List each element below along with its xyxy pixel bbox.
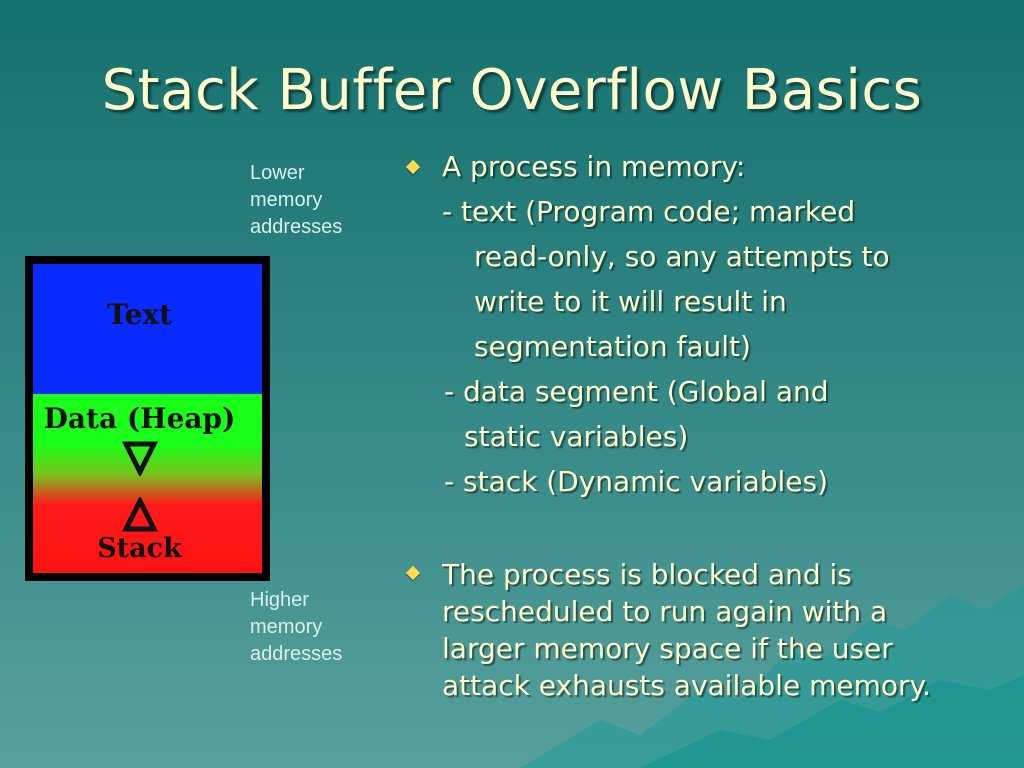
slide-title: Stack Buffer Overflow Basics	[101, 58, 923, 123]
bullet-1-line: static variables)	[464, 420, 689, 453]
bullet-1-line: - data segment (Global and	[444, 375, 829, 408]
higher-memory-label: Higher memory addresses	[250, 589, 343, 665]
data-segment-label: Data (Heap)	[43, 402, 236, 435]
heap-grows-down-icon	[122, 441, 158, 476]
bullet-1-line: - text (Program code; marked	[442, 195, 856, 228]
bullet-1-line: segmentation fault)	[474, 330, 751, 363]
stack-grows-up-icon	[122, 497, 158, 532]
bullet-2-line: The process is blocked and is	[442, 558, 852, 591]
stack-segment-label: Stack	[97, 533, 182, 564]
text-segment	[33, 264, 262, 394]
bullet-1-heading: A process in memory:	[442, 150, 746, 183]
data-stack-segment	[33, 394, 262, 573]
bullet-2-line: rescheduled to run again with a	[442, 595, 888, 628]
bullet-1-line: - stack (Dynamic variables)	[444, 465, 829, 498]
text-segment-label: Text	[106, 298, 173, 331]
bullet-2-line: larger memory space if the user	[442, 632, 893, 665]
bullet-2-line: attack exhausts available memory.	[442, 669, 931, 702]
bullet-1-line: read-only, so any attempts to	[474, 240, 890, 273]
bullet-1-line: write to it will result in	[474, 285, 787, 318]
lower-memory-label: Lower memory addresses	[250, 162, 343, 238]
